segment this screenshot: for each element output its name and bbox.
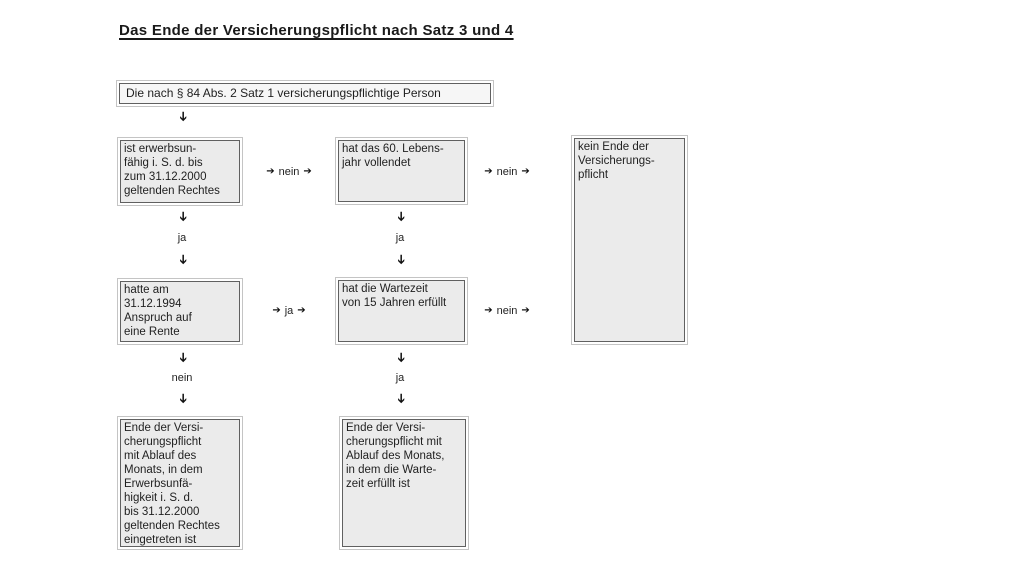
connector-left-row1-row2: ➔ ja ➔ [152, 210, 212, 266]
arrow-right-icon: ➔ [484, 166, 493, 177]
connector-label: ja [395, 372, 405, 384]
connector-label: nein [496, 305, 518, 317]
flow-box-ende-mitte: Ende der Versi- cherungspflicht mit Abla… [339, 416, 469, 550]
arrow-down-icon: ➔ [174, 254, 190, 265]
arrow-right-icon: ➔ [266, 166, 275, 177]
arrow-down-icon: ➔ [392, 352, 408, 363]
connector-row2-mid-right: ➔ nein ➔ [469, 303, 545, 319]
arrow-down-icon: ➔ [174, 211, 190, 222]
connector-label: ja [177, 232, 187, 244]
flow-box-ende-links: Ende der Versi- cherungspflicht mit Abla… [117, 416, 243, 550]
connector-mid-row1-row2: ➔ ja ➔ [370, 210, 430, 266]
arrow-right-icon: ➔ [521, 305, 530, 316]
flow-box-lebensjahr: hat das 60. Lebens- jahr vollendet [335, 137, 468, 205]
connector-row2-left-mid: ➔ ja ➔ [261, 303, 317, 319]
flow-box-erwerbsunfaehig: ist erwerbsun- fähig i. S. d. bis zum 31… [117, 137, 243, 206]
connector-row1-left-mid: ➔ nein ➔ [251, 164, 327, 180]
connector-left-row2-row3: ➔ nein ➔ [152, 351, 212, 405]
flow-box-wartezeit: hat die Wartezeit von 15 Jahren erfüllt [335, 277, 468, 345]
arrow-down-icon: ➔ [392, 254, 408, 265]
flow-box-rente: hatte am 31.12.1994 Anspruch auf eine Re… [117, 278, 243, 345]
arrow-right-icon: ➔ [521, 166, 530, 177]
arrow-down-icon: ➔ [174, 352, 190, 363]
connector-label: ja [395, 232, 405, 244]
connector-label: nein [496, 166, 518, 178]
arrow-right-icon: ➔ [297, 305, 306, 316]
connector-label: nein [278, 166, 300, 178]
connector-row1-mid-right: ➔ nein ➔ [469, 164, 545, 180]
connector-label: ja [284, 305, 294, 317]
page-title: Das Ende der Versicherungspflicht nach S… [119, 22, 514, 39]
arrow-down-icon: ➔ [392, 393, 408, 404]
connector-mid-row2-row3: ➔ ja ➔ [370, 351, 430, 405]
flow-box-kein-ende: kein Ende der Versicherungs- pflicht [571, 135, 688, 345]
connector-root-down: ➔ [152, 110, 212, 126]
arrow-right-icon: ➔ [272, 305, 281, 316]
arrow-right-icon: ➔ [303, 166, 312, 177]
arrow-down-icon: ➔ [174, 393, 190, 404]
arrow-right-icon: ➔ [484, 305, 493, 316]
connector-label: nein [171, 372, 193, 384]
arrow-down-icon: ➔ [174, 111, 190, 122]
arrow-down-icon: ➔ [392, 211, 408, 222]
flow-box-root: Die nach § 84 Abs. 2 Satz 1 versicherung… [116, 80, 494, 107]
